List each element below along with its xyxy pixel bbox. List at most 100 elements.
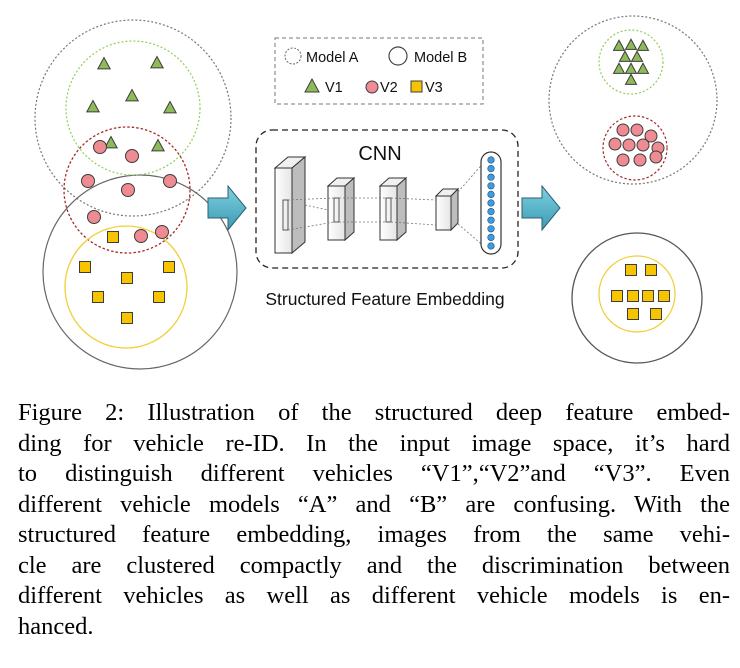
embedding-label: Structured Feature Embedding (265, 289, 504, 309)
conv-layer (326, 176, 356, 242)
v3-square-marker (625, 264, 637, 276)
v3-cluster-ring (598, 255, 676, 333)
caption-line: Figure 2: Illustration of the structured… (18, 399, 730, 426)
v3-markers (611, 264, 670, 320)
v1-triangle-marker (162, 100, 178, 114)
cnn-box (255, 129, 519, 269)
v3-square-marker (642, 290, 654, 302)
caption-line: structured feature embedding, images fro… (18, 521, 730, 548)
model-b-boundary (571, 232, 703, 364)
caption-line: different vehicles as well as different … (18, 582, 730, 609)
v1-triangle-marker (624, 62, 638, 74)
v1-triangle-marker (150, 138, 166, 152)
v3-square-marker (92, 291, 104, 303)
legend-v2-label: V2 (380, 80, 398, 96)
model-a-legend-symbol (284, 47, 302, 65)
v3-square-marker (163, 261, 175, 273)
conv-layer (273, 155, 307, 255)
v2-circle-marker (616, 153, 630, 167)
v3-square-marker (107, 231, 119, 243)
v1-triangle-marker (636, 39, 650, 51)
legend-model-b-label: Model B (414, 50, 467, 66)
feature-unit (487, 208, 495, 216)
cnn-title: CNN (358, 143, 401, 165)
v3-square-marker (79, 261, 91, 273)
v2-circle-marker (163, 174, 177, 188)
v1-triangle-marker (612, 39, 626, 51)
v1-triangle-marker (85, 99, 101, 113)
v3-square-marker (645, 264, 657, 276)
v2-circle-marker (93, 140, 107, 154)
v2-circle-marker (616, 123, 630, 137)
v1-markers (85, 55, 178, 152)
figure-caption: Figure 2: Illustration of the structured… (18, 398, 730, 642)
v2-circle-marker (630, 123, 644, 137)
feature-unit (487, 182, 495, 190)
v2-circle-marker (81, 174, 95, 188)
feature-unit (487, 216, 495, 224)
v2-cluster-ring (63, 126, 191, 254)
v2-legend-circle (365, 80, 379, 94)
caption-line: ding for vehicle re-ID. In the input ima… (18, 429, 730, 457)
feature-unit (487, 233, 495, 241)
v3-square-marker (650, 308, 662, 320)
arrow-right-icon (207, 184, 247, 232)
v1-triangle-marker (636, 62, 650, 74)
v2-circle-marker (125, 149, 139, 163)
v1-triangle-marker (124, 88, 140, 102)
feature-unit (487, 190, 495, 198)
v3-cluster-ring (64, 225, 188, 349)
caption-line: cle are clustered compactly and the disc… (18, 551, 730, 579)
v1-cluster-ring (65, 40, 201, 176)
v1-markers (612, 38, 650, 85)
v1-triangle-marker (630, 50, 644, 62)
v3-square-marker (153, 291, 165, 303)
caption-line: hanced. (18, 612, 94, 640)
input-space (34, 19, 238, 370)
v2-circle-marker (87, 210, 101, 224)
embedding-space (548, 15, 718, 364)
v2-circle-marker (649, 150, 663, 164)
conv-layer (434, 187, 460, 232)
legend: Model A Model B V1 V2 V3 (274, 37, 484, 105)
v2-circle-marker (608, 137, 622, 151)
v2-circle-marker (155, 225, 169, 239)
v1-triangle-marker (96, 56, 112, 70)
v1-legend-triangle (304, 77, 320, 93)
v2-circle-marker (622, 138, 636, 152)
v1-triangle-marker (618, 50, 632, 62)
model-b-boundary (42, 174, 238, 370)
feature-unit (487, 199, 495, 207)
caption-line: different vehicle models “A” and “B” are… (18, 490, 730, 518)
feature-unit (487, 156, 495, 164)
feature-unit (487, 173, 495, 181)
feature-unit (487, 242, 495, 250)
v1-cluster-ring (598, 29, 664, 95)
cnn-module: CNN (255, 129, 519, 309)
model-a-boundary (548, 15, 718, 185)
v1-triangle-marker (103, 135, 119, 149)
legend-v1-label: V1 (325, 80, 343, 96)
v2-circle-marker (633, 153, 647, 167)
v3-square-marker (121, 312, 133, 324)
figure-illustration: Model A Model B V1 V2 V3 CNN (34, 15, 718, 370)
v2-circle-marker (134, 229, 148, 243)
v3-markers (79, 231, 175, 324)
v3-square-marker (627, 290, 639, 302)
v3-legend-square (410, 80, 423, 93)
v3-square-marker (627, 308, 639, 320)
v2-markers (608, 123, 665, 167)
v1-triangle-marker (624, 38, 638, 50)
v1-triangle-marker (149, 55, 165, 69)
v1-triangle-marker (624, 73, 638, 85)
legend-model-a-label: Model A (306, 50, 359, 66)
layer-connections (287, 159, 487, 249)
feature-unit (487, 165, 495, 173)
v2-markers (81, 140, 177, 243)
v2-circle-marker (644, 129, 658, 143)
v2-cluster-ring (602, 115, 668, 181)
feature-vector-units (487, 156, 495, 250)
model-a-boundary (34, 19, 232, 217)
v2-circle-marker (121, 183, 135, 197)
feature-unit (487, 225, 495, 233)
